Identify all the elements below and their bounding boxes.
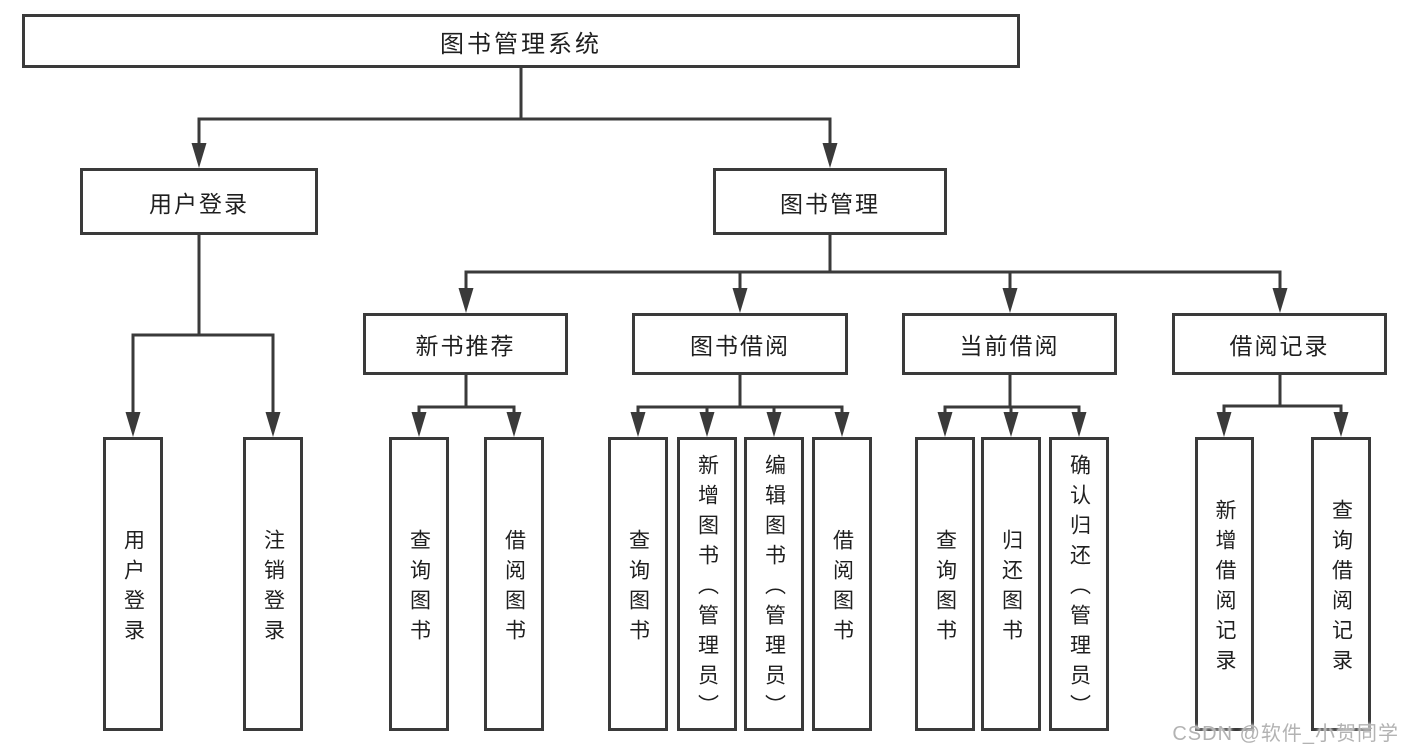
leaf-query-borrow-record: 查询借阅记录 (1311, 437, 1371, 731)
leaf-user-login-label: 用户登录 (121, 528, 145, 649)
node-current-borrowing-label: 当前借阅 (959, 333, 1060, 359)
leaf-add-book-admin: 新增图书（管理员） (677, 437, 737, 731)
leaf-confirm-return-admin-label: 确认归还（管理员） (1067, 453, 1091, 724)
leaf-query-books-current-label: 查询图书 (933, 528, 957, 649)
node-book-management: 图书管理 (713, 168, 947, 235)
leaf-return-book: 归还图书 (981, 437, 1041, 731)
leaf-query-books-borrowing-label: 查询图书 (626, 528, 650, 649)
node-root-label: 图书管理系统 (440, 30, 602, 58)
node-user-login: 用户登录 (80, 168, 318, 235)
node-root-library-system: 图书管理系统 (22, 14, 1020, 68)
node-book-management-label: 图书管理 (780, 190, 880, 217)
node-current-borrowing: 当前借阅 (902, 313, 1117, 375)
leaf-add-book-admin-label: 新增图书（管理员） (695, 453, 719, 724)
leaf-borrow-books-recommend: 借阅图书 (484, 437, 544, 731)
node-new-book-recommend: 新书推荐 (363, 313, 568, 375)
leaf-edit-book-admin: 编辑图书（管理员） (744, 437, 804, 731)
node-book-borrowing: 图书借阅 (632, 313, 848, 375)
leaf-query-books-current: 查询图书 (915, 437, 975, 731)
node-book-borrowing-label: 图书借阅 (690, 333, 790, 359)
leaf-return-book-label: 归还图书 (999, 528, 1023, 649)
leaf-borrow-books-borrowing: 借阅图书 (812, 437, 872, 731)
leaf-add-borrow-record: 新增借阅记录 (1195, 437, 1254, 731)
leaf-edit-book-admin-label: 编辑图书（管理员） (762, 453, 786, 724)
node-new-book-recommend-label: 新书推荐 (415, 333, 516, 359)
leaf-query-borrow-record-label: 查询借阅记录 (1329, 498, 1353, 679)
leaf-logout-label: 注销登录 (261, 528, 285, 649)
node-borrowing-records-label: 借阅记录 (1229, 333, 1330, 359)
node-user-login-label: 用户登录 (149, 190, 249, 217)
leaf-user-login: 用户登录 (103, 437, 163, 731)
csdn-watermark: CSDN @软件_小贺同学 (1172, 723, 1399, 745)
leaf-query-books-borrowing: 查询图书 (608, 437, 668, 731)
leaf-confirm-return-admin: 确认归还（管理员） (1049, 437, 1109, 731)
leaf-borrow-books-recommend-label: 借阅图书 (502, 528, 526, 649)
leaf-borrow-books-borrowing-label: 借阅图书 (830, 528, 854, 649)
leaf-query-books-recommend-label: 查询图书 (407, 528, 431, 649)
leaf-logout: 注销登录 (243, 437, 303, 731)
leaf-query-books-recommend: 查询图书 (389, 437, 449, 731)
node-borrowing-records: 借阅记录 (1172, 313, 1387, 375)
leaf-add-borrow-record-label: 新增借阅记录 (1213, 498, 1236, 679)
